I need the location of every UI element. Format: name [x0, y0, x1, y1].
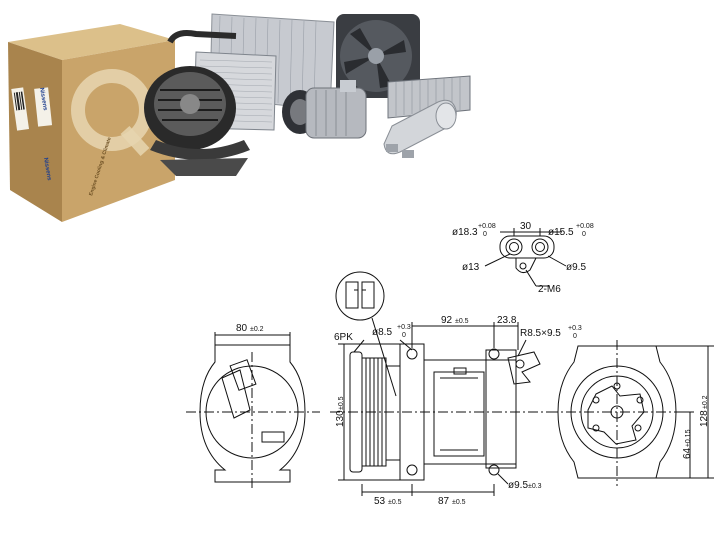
belt-leader [353, 339, 365, 353]
hole-lower-leader [497, 473, 509, 485]
body-len-tol: ±0.5 [452, 499, 466, 506]
side-view [330, 271, 548, 496]
blower-fan-photo [144, 66, 250, 176]
fitting-dim-right-tol-top: +0.08 [576, 223, 594, 230]
fitting-dim-left: ø18.3 [452, 227, 478, 238]
box-logo-q-tail [120, 125, 150, 157]
fitting-hole: ø9.5 [566, 262, 586, 273]
product-box: Nissens Nissens Engine Cooling & Climate [8, 24, 175, 222]
lower-mount-hole-rear [488, 464, 500, 476]
fitting-thread: 2-M6 [538, 284, 561, 295]
fitting-dim-right: ø15.5 [548, 227, 574, 238]
fitting-tab [515, 257, 537, 274]
rear-plate [587, 385, 645, 445]
box-brand-top: Nissens [38, 87, 48, 111]
radiator-fan-photo [336, 14, 420, 98]
hole-upper-tol-top: +0.3 [397, 324, 411, 331]
port-left-inner [509, 242, 519, 252]
connector-detail-left [345, 281, 359, 309]
radius-leader [517, 339, 527, 357]
rear-center-label: 64 ±0.15 [682, 429, 693, 459]
pulley-len: 53 [374, 496, 386, 507]
upper-mount-hole-front [406, 348, 418, 360]
height-tol: ±0.5 [338, 396, 345, 410]
belt-type: 6PK [334, 332, 353, 343]
connector-detail-right [361, 281, 375, 309]
box-brand-side: Nissens [42, 157, 52, 181]
fitting-dim-left-tol-bottom: 0 [483, 231, 487, 238]
box-top [8, 24, 175, 60]
rear-head [485, 349, 517, 469]
rear-center-tol: ±0.15 [685, 429, 692, 447]
height: 130 [335, 410, 346, 427]
port-right-inner [535, 242, 545, 252]
barcode-icon [13, 91, 25, 111]
fitting-plate [499, 235, 555, 259]
rear-fitting-port [515, 359, 525, 369]
rear-overall-tol: ±0.2 [702, 395, 709, 409]
front-width: 80 [236, 323, 248, 334]
fitting-spacing: 30 [520, 221, 532, 232]
receiver-drier-photo [383, 99, 457, 158]
front-valve-block [221, 369, 251, 419]
connector-leader [371, 317, 397, 397]
length-top-tol: ±0.5 [455, 318, 469, 325]
port-left [505, 238, 523, 256]
fitting-bore: ø13 [462, 262, 480, 273]
rear-bolt-2 [636, 396, 644, 404]
hole-lower-tol: ±0.3 [528, 483, 542, 490]
rear-fitting [507, 351, 541, 385]
fitting-detail [484, 228, 567, 287]
body-panel [433, 371, 485, 457]
rear-bolt-4 [634, 424, 642, 432]
front-width-tol: ±0.2 [250, 326, 264, 333]
hole-upper-tol-bottom: 0 [402, 332, 406, 339]
height-label: 130 ±0.5 [335, 396, 346, 427]
front-valve-connector [229, 359, 257, 391]
pulley-len-tol: ±0.5 [388, 499, 402, 506]
upper-mount-hole-rear [488, 348, 500, 360]
front-view [186, 332, 320, 490]
rear-overall: 128 [699, 410, 710, 427]
fitting-dim-right-tol-bottom: 0 [582, 231, 586, 238]
clutch-coil [385, 365, 401, 461]
port-bolt-hole [519, 262, 527, 270]
radius: R8.5×9.5 [520, 328, 561, 339]
radius-tol-bottom: 0 [573, 333, 577, 340]
rear-bolt-3 [592, 424, 600, 432]
body-len: 87 [438, 496, 450, 507]
hole-lower: ø9.5 [508, 480, 528, 491]
compressor-photo [282, 80, 367, 139]
rear-center: 64 [682, 447, 693, 459]
front-clutch-connector [261, 431, 285, 443]
length-top: 92 [441, 315, 453, 326]
lower-mount-hole-front [406, 464, 418, 476]
product-photo-collage: Nissens Nissens Engine Cooling & Climate [8, 13, 471, 222]
rear-bolt-1 [592, 396, 600, 404]
box-side [8, 42, 62, 222]
front-body-outline [199, 344, 306, 483]
port-right [531, 238, 549, 256]
rear-view [548, 340, 714, 486]
connector-detail-circle [335, 271, 385, 321]
box-sticker [34, 87, 53, 127]
hole-upper: ø8.5 [372, 327, 392, 338]
rear-overall-label: 128 ±0.2 [699, 395, 710, 427]
offset: 23.8 [497, 315, 517, 326]
radius-tol-top: +0.3 [568, 325, 582, 332]
fitting-dim-left-tol-top: +0.08 [478, 223, 496, 230]
body-label [453, 367, 467, 375]
hole-upper-leader [399, 339, 413, 351]
